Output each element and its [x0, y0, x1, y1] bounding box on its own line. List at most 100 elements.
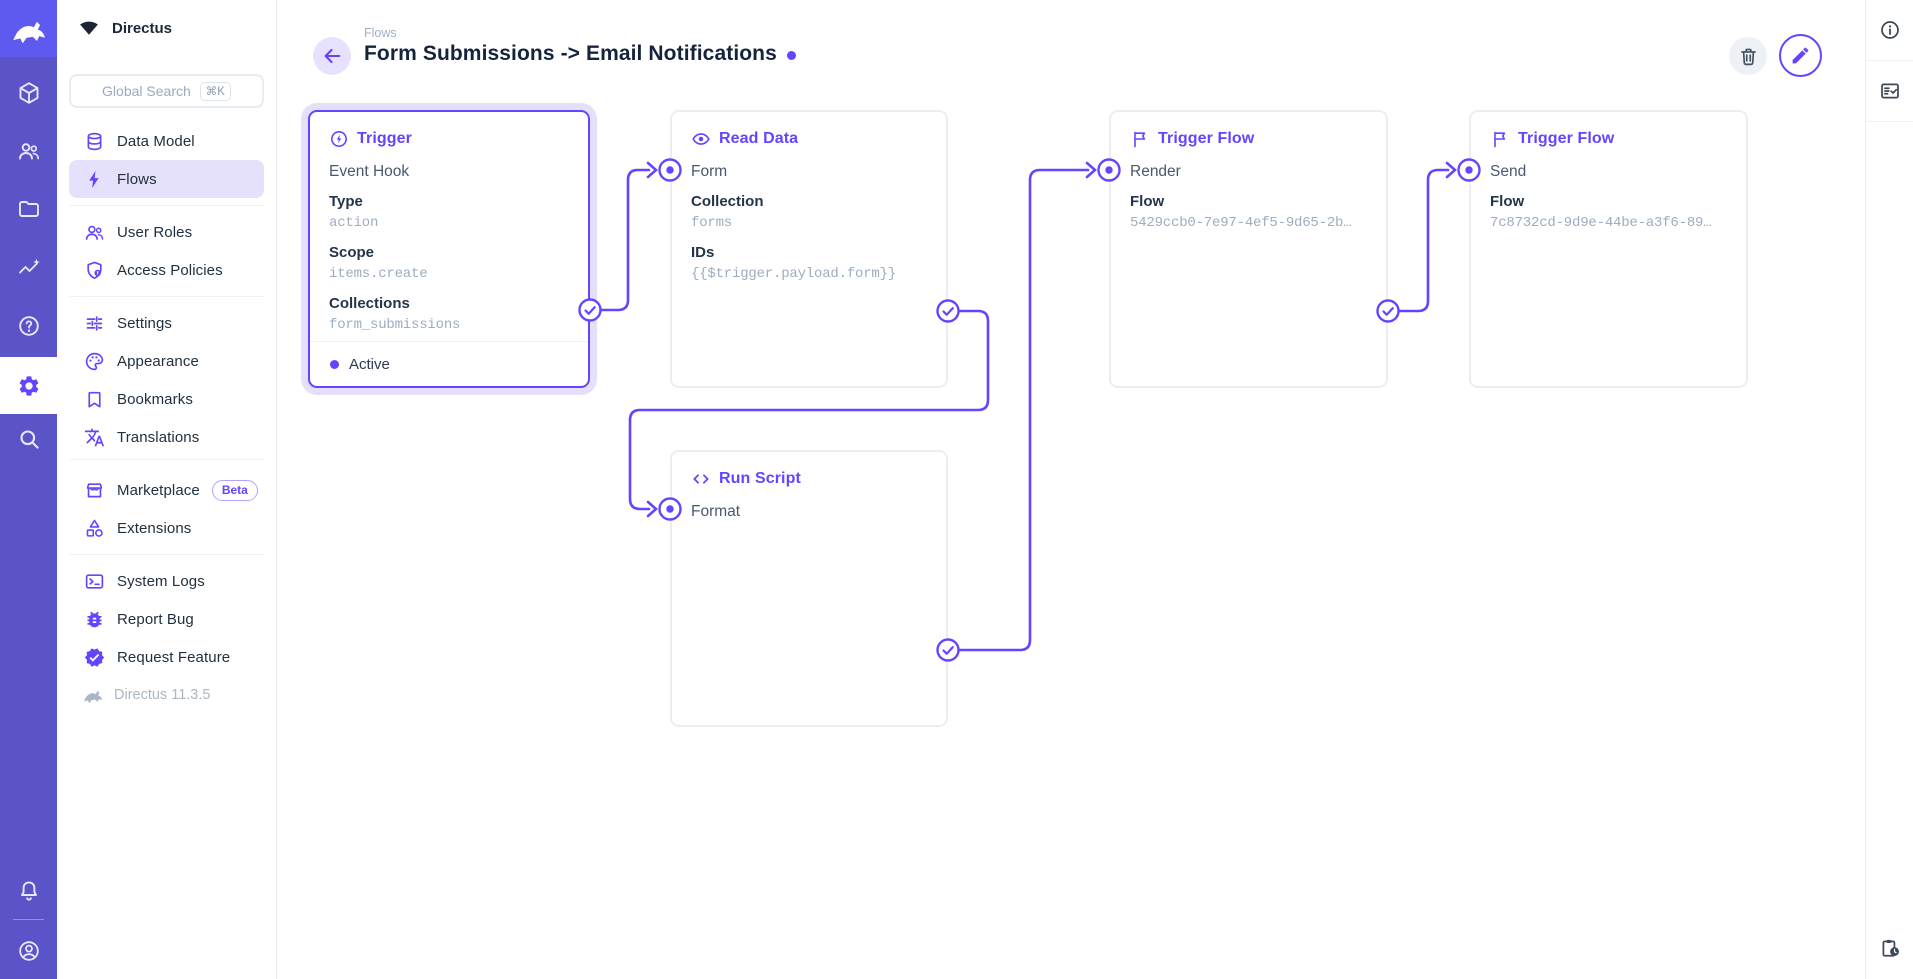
sidebar-item-translations[interactable]: Translations: [69, 418, 264, 456]
help-icon: [17, 314, 41, 338]
arrow-back-icon: [321, 45, 343, 67]
sidebar-item-label: System Logs: [117, 572, 205, 590]
sidebar-item-label: Access Policies: [117, 261, 223, 279]
nav-divider: [69, 296, 264, 297]
nav-divider: [69, 554, 264, 555]
extensions-icon: [84, 518, 105, 539]
module-content-button[interactable]: [0, 64, 57, 121]
project-wedge-icon: [77, 17, 101, 41]
module-bar: [0, 0, 57, 979]
activity-sidebar-button[interactable]: [1866, 918, 1913, 979]
sidebar-item-marketplace[interactable]: Marketplace Beta: [69, 471, 264, 509]
status-row: Active: [310, 341, 588, 386]
sidebar-item-system-logs[interactable]: System Logs: [69, 562, 264, 600]
module-users-button[interactable]: [0, 122, 57, 179]
offline-bolt-icon: [329, 129, 349, 149]
tune-icon: [84, 313, 105, 334]
field-value: {{$trigger.payload.form}}: [691, 266, 897, 282]
operation-trigger-flow-render[interactable]: Trigger Flow Render Flow 5429ccb0-7e97-4…: [1109, 110, 1388, 388]
rabbit-logo-icon: [10, 10, 48, 48]
page-title: Form Submissions -> Email Notifications: [364, 42, 777, 65]
card-header: Trigger Flow: [1130, 127, 1367, 151]
card-title: Trigger Flow: [1158, 130, 1255, 147]
revisions-sidebar-button[interactable]: [1866, 61, 1913, 122]
notifications-button[interactable]: [0, 862, 57, 919]
pencil-icon: [1790, 45, 1811, 66]
rabbit-icon: [82, 684, 104, 706]
sidebar-item-label: Appearance: [117, 352, 199, 370]
sidebar-item-report-bug[interactable]: Report Bug: [69, 600, 264, 638]
project-header[interactable]: Directus: [57, 0, 277, 57]
bookmark-icon: [84, 389, 105, 410]
trigger-panel[interactable]: Trigger Event Hook Type action Scope ite…: [308, 110, 590, 388]
nav-divider: [69, 459, 264, 460]
info-sidebar-button[interactable]: [1866, 0, 1913, 61]
clipboard-clock-icon: [1879, 937, 1902, 960]
field-label: Flow: [1130, 193, 1165, 210]
module-search-button[interactable]: [0, 410, 57, 467]
field-label: Collections: [329, 295, 410, 312]
operation-name: Send: [1490, 163, 1527, 180]
translate-icon: [84, 427, 105, 448]
operation-name: Form: [691, 163, 728, 180]
field-label: Scope: [329, 244, 375, 261]
sidebar-item-settings[interactable]: Settings: [69, 304, 264, 342]
sidebar-item-label: Data Model: [117, 132, 195, 150]
card-header: Trigger Flow: [1490, 127, 1727, 151]
trash-icon: [1738, 46, 1759, 67]
module-bar-divider: [13, 919, 44, 920]
field-value: form_submissions: [329, 317, 461, 333]
sidebar-item-data-model[interactable]: Data Model: [69, 122, 264, 160]
search-shortcut-kbd: ⌘K: [199, 81, 231, 101]
fact-check-icon: [1879, 80, 1901, 102]
card-title: Trigger Flow: [1518, 130, 1615, 147]
card-title: Run Script: [719, 470, 801, 487]
module-settings-button[interactable]: [0, 357, 57, 414]
account-button[interactable]: [0, 922, 57, 979]
settings-navigation: Directus Global Search ⌘K Data Model Flo…: [57, 0, 277, 979]
directus-logo-button[interactable]: [0, 0, 57, 57]
field: Flow 5429ccb0-7e97-4ef5-9d65-2b…: [1130, 192, 1367, 234]
global-search-input[interactable]: Global Search ⌘K: [69, 74, 264, 108]
sidebar-item-bookmarks[interactable]: Bookmarks: [69, 380, 264, 418]
users-icon: [84, 222, 105, 243]
sidebar-item-label: Flows: [117, 170, 157, 188]
sidebar-item-label: Extensions: [117, 519, 192, 537]
sidebar-item-appearance[interactable]: Appearance: [69, 342, 264, 380]
unsaved-dot: [786, 51, 796, 60]
sidebar-item-flows[interactable]: Flows: [69, 160, 264, 198]
sidebar-item-access-policies[interactable]: Access Policies: [69, 251, 264, 289]
sidebar-item-label: Request Feature: [117, 648, 231, 666]
sidebar-item-user-roles[interactable]: User Roles: [69, 213, 264, 251]
field-label: Flow: [1490, 193, 1525, 210]
field: Collections form_submissions: [329, 294, 569, 336]
seal-check-icon: [84, 647, 105, 668]
database-icon: [84, 131, 105, 152]
box-icon: [17, 81, 41, 105]
code-icon: [691, 469, 711, 489]
module-files-button[interactable]: [0, 180, 57, 237]
breadcrumb[interactable]: Flows: [364, 26, 397, 40]
sidebar-item-extensions[interactable]: Extensions: [69, 509, 264, 547]
field-value: 5429ccb0-7e97-4ef5-9d65-2b…: [1130, 215, 1352, 231]
page-header: Flows Form Submissions -> Email Notifica…: [277, 0, 1865, 90]
bolt-icon: [84, 169, 105, 190]
edit-flow-button[interactable]: [1779, 34, 1822, 77]
back-button[interactable]: [313, 37, 351, 75]
module-help-button[interactable]: [0, 297, 57, 354]
operation-read-data[interactable]: Read Data Form Collection forms IDs {{$t…: [670, 110, 948, 388]
operation-trigger-flow-send[interactable]: Trigger Flow Send Flow 7c8732cd-9d9e-44b…: [1469, 110, 1748, 388]
card-title: Read Data: [719, 130, 799, 147]
module-insights-button[interactable]: [0, 239, 57, 296]
operation-run-script[interactable]: Run Script Format: [670, 450, 948, 727]
field: IDs {{$trigger.payload.form}}: [691, 243, 927, 285]
field: Scope items.create: [329, 243, 569, 285]
search-placeholder: Global Search: [102, 83, 191, 99]
field: Type action: [329, 192, 569, 234]
sidebar-item-request-feature[interactable]: Request Feature: [69, 638, 264, 676]
delete-flow-button[interactable]: [1729, 37, 1767, 75]
bug-icon: [84, 609, 105, 630]
palette-icon: [84, 351, 105, 372]
account-icon: [17, 939, 41, 963]
field-value: items.create: [329, 266, 428, 282]
